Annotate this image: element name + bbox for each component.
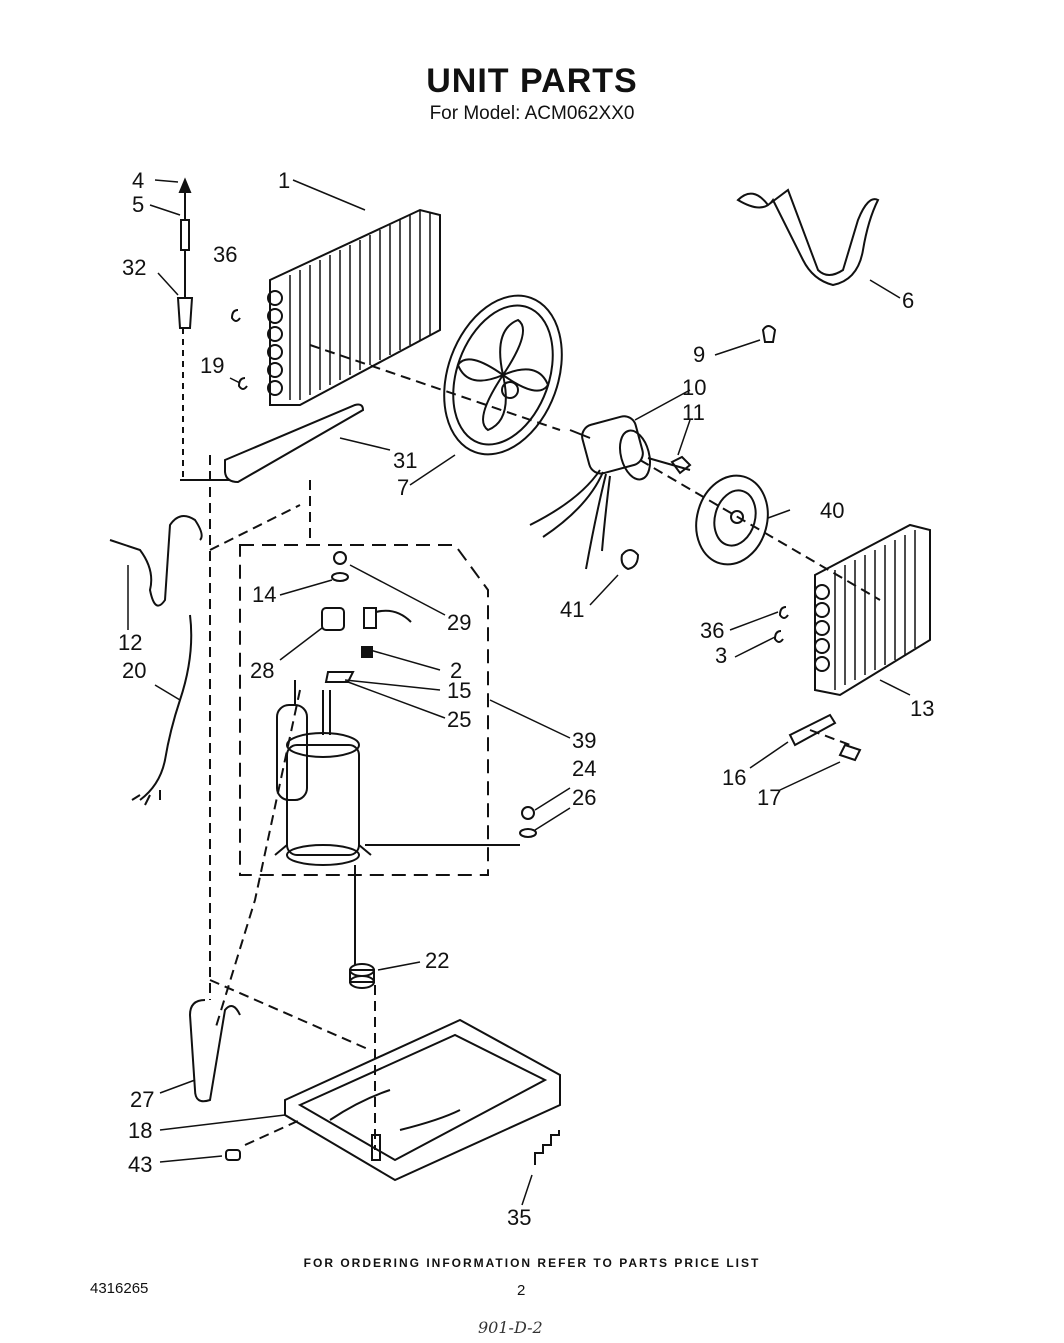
callout-39: 39 [572,728,596,753]
callout-6: 6 [902,288,914,313]
fan-motor [529,415,691,570]
callout-29: 29 [447,610,471,635]
mount-leader [180,479,376,1150]
callout-25: 25 [447,707,471,732]
wire-harness-part-20 [131,614,193,806]
page-number: 2 [517,1282,526,1299]
callout-leaders [127,179,911,1206]
callout-10: 10 [682,375,706,400]
callout-43: 43 [128,1152,152,1177]
document-number: 4316265 [90,1280,149,1297]
grommet [349,963,375,989]
ordering-info-note: FOR ORDERING INFORMATION REFER TO PARTS … [303,1256,761,1270]
callout-3: 3 [715,643,727,668]
callout-labels: 1 2 3 4 5 6 7 9 10 11 12 13 14 15 16 17 … [118,168,934,1230]
callout-36-a: 36 [213,242,237,267]
callout-26: 26 [572,785,596,810]
tube-part-27 [188,999,241,1103]
callout-20: 20 [122,658,146,683]
capillary-assembly [176,177,194,480]
model-subtitle: For Model: ACM062XX0 [429,103,635,124]
evaporator-coil [814,523,931,697]
callout-11: 11 [682,400,705,425]
callout-41: 41 [560,597,584,622]
callout-27: 27 [130,1087,154,1112]
base-pan [284,1018,561,1182]
callout-15: 15 [447,678,471,703]
callout-35: 35 [507,1205,531,1230]
dashed-leaders [209,344,881,1146]
condenser-coil [267,208,441,406]
callout-17: 17 [757,785,781,810]
callout-4: 4 [132,168,144,193]
callout-13: 13 [910,696,934,721]
callout-7: 7 [397,475,409,500]
page-title: UNIT PARTS [426,62,638,100]
callout-16: 16 [722,765,746,790]
blower-wheel [695,474,769,566]
callout-24: 24 [572,756,596,781]
callout-32: 32 [122,255,146,280]
callout-1: 1 [278,168,290,193]
callout-18: 18 [128,1118,152,1143]
compressor [274,680,372,866]
callout-9: 9 [693,342,705,367]
tube-part-6 [736,188,880,287]
callout-14: 14 [252,582,276,607]
tube-part-12 [109,515,203,607]
small-hardware [225,309,789,1161]
callout-31: 31 [393,448,417,473]
callout-28: 28 [250,658,274,683]
bracket-parts-16-17 [788,713,862,762]
callout-19: 19 [200,353,224,378]
clip-part-35 [534,1130,560,1165]
handwritten-note: 901-D-2 [478,1318,543,1337]
compressor-outline-box [239,544,489,876]
callout-22: 22 [425,948,449,973]
callout-36-b: 36 [700,618,724,643]
callout-5: 5 [132,192,144,217]
heater-strip [224,403,365,484]
compressor-hardware [321,551,537,846]
callout-2: 2 [450,658,462,683]
callout-12: 12 [118,630,142,655]
callout-40: 40 [820,498,844,523]
condenser-fan [443,294,563,456]
